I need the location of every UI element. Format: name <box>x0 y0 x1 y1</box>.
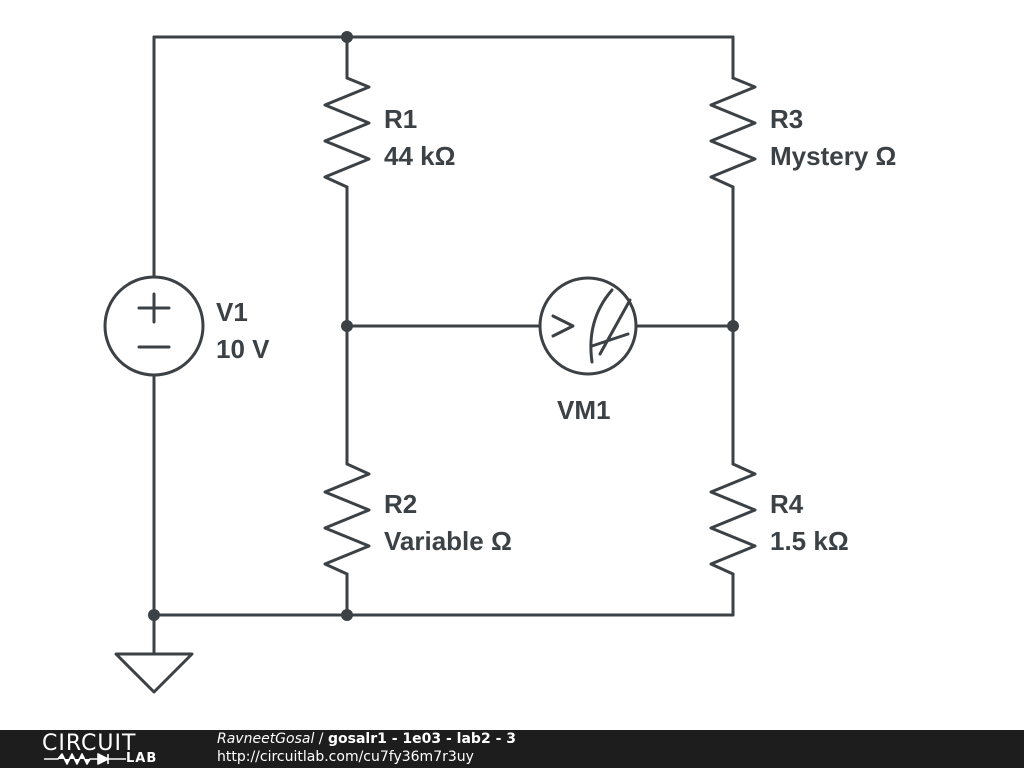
r3-name-label: R3 <box>770 104 803 134</box>
junction-mid-right <box>727 320 739 332</box>
v1-value-label: 10 V <box>216 334 270 364</box>
credit-line: RavneetGosal / gosalr1 - 1e03 - lab2 - 3 <box>217 731 516 747</box>
logo-resistor-diode-icon <box>44 753 126 765</box>
r3-value-label: Mystery Ω <box>770 141 896 171</box>
r2-value-label: Variable Ω <box>384 526 512 556</box>
r1-name-label: R1 <box>384 104 417 134</box>
resistor-r4[interactable]: R4 1.5 kΩ <box>709 462 849 576</box>
r1-value-label: 44 kΩ <box>384 141 455 171</box>
resistor-r1-zigzag <box>323 76 371 189</box>
junction-mid-left <box>341 320 353 332</box>
voltmeter-needle-icon <box>589 288 632 364</box>
ground-icon <box>114 652 194 694</box>
logo-text-circuit: CIRCUIT <box>42 731 137 756</box>
r2-name-label: R2 <box>384 489 417 519</box>
voltage-source-v1[interactable]: V1 10 V <box>103 275 270 377</box>
circuit-schematic: R1 44 kΩ R3 Mystery Ω R2 Variable Ω R4 1… <box>103 31 896 694</box>
voltmeter-v-icon <box>551 314 575 338</box>
circuitlab-logo[interactable]: CIRCUIT LAB <box>42 731 182 766</box>
r4-name-label: R4 <box>770 489 804 519</box>
junction-bottom-mid <box>341 609 353 621</box>
footer-bar: CIRCUIT LAB RavneetGosal / gosalr1 - 1e0… <box>0 730 1024 768</box>
credit-separator: / <box>314 731 328 747</box>
resistor-r2-zigzag <box>323 462 371 576</box>
resistor-r1[interactable]: R1 44 kΩ <box>323 76 455 189</box>
resistor-r3-zigzag <box>709 76 757 189</box>
voltmeter-circle <box>538 276 638 376</box>
resistor-r4-zigzag <box>709 462 757 576</box>
wires <box>152 35 735 656</box>
junction-nodes <box>148 31 739 621</box>
v1-name-label: V1 <box>216 297 248 327</box>
resistor-r2[interactable]: R2 Variable Ω <box>323 462 512 576</box>
junction-top-mid <box>341 31 353 43</box>
junction-bottom-left <box>148 609 160 621</box>
circuit-title[interactable]: gosalr1 - 1e03 - lab2 - 3 <box>327 731 516 747</box>
voltage-source-circle <box>103 275 205 377</box>
author-link[interactable]: RavneetGosal <box>217 731 315 747</box>
plus-sign-icon <box>137 292 171 324</box>
circuit-url-link[interactable]: http://circuitlab.com/cu7fy36m7r3uy <box>217 749 474 765</box>
r4-value-label: 1.5 kΩ <box>770 526 849 556</box>
logo-text-lab: LAB <box>126 751 158 766</box>
resistor-r3[interactable]: R3 Mystery Ω <box>709 76 896 189</box>
ground-symbol[interactable] <box>114 652 194 694</box>
voltmeter-vm1[interactable]: VM1 <box>538 276 638 425</box>
vm1-name-label: VM1 <box>557 395 610 425</box>
